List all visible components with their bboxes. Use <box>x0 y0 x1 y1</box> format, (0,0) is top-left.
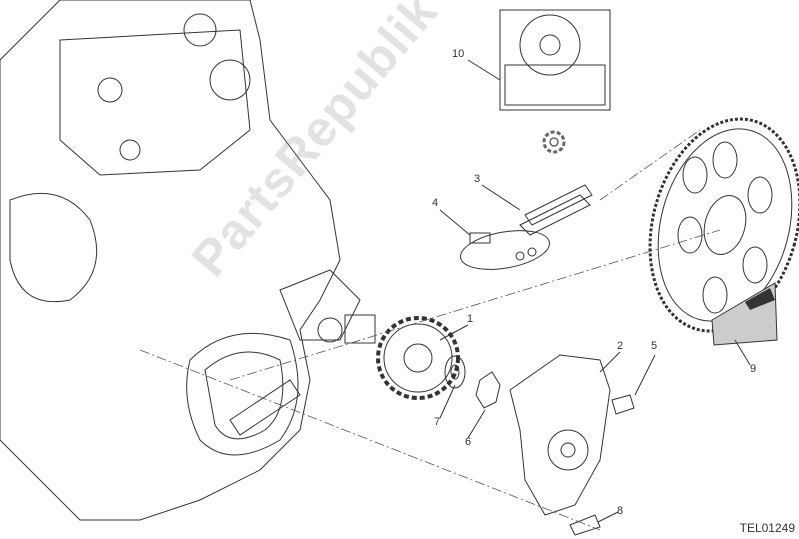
callout-10: 10 <box>452 48 465 60</box>
engine-block <box>0 0 361 521</box>
callout-1: 1 <box>467 313 474 325</box>
kit-box-10 <box>499 9 611 111</box>
gear-icon <box>542 130 566 154</box>
nut <box>475 371 501 409</box>
callout-6: 6 <box>465 436 472 448</box>
callout-5: 5 <box>651 340 658 352</box>
callout-2: 2 <box>617 340 624 352</box>
washer <box>444 355 466 389</box>
callout-4: 4 <box>432 197 439 209</box>
callout-8: 8 <box>617 505 624 517</box>
bolt-8 <box>569 514 601 536</box>
callout-9: 9 <box>750 363 757 375</box>
callout-7: 7 <box>434 416 441 428</box>
chain-segment <box>519 184 593 236</box>
chain-master-link <box>460 230 550 270</box>
sprocket-cover <box>509 354 611 516</box>
callout-3: 3 <box>474 173 481 185</box>
rear-sprocket <box>648 117 799 333</box>
bolt-5 <box>611 394 635 415</box>
drawing-code: TEL01249 <box>739 521 795 535</box>
decal-label <box>711 282 778 346</box>
front-sprocket <box>344 314 460 400</box>
